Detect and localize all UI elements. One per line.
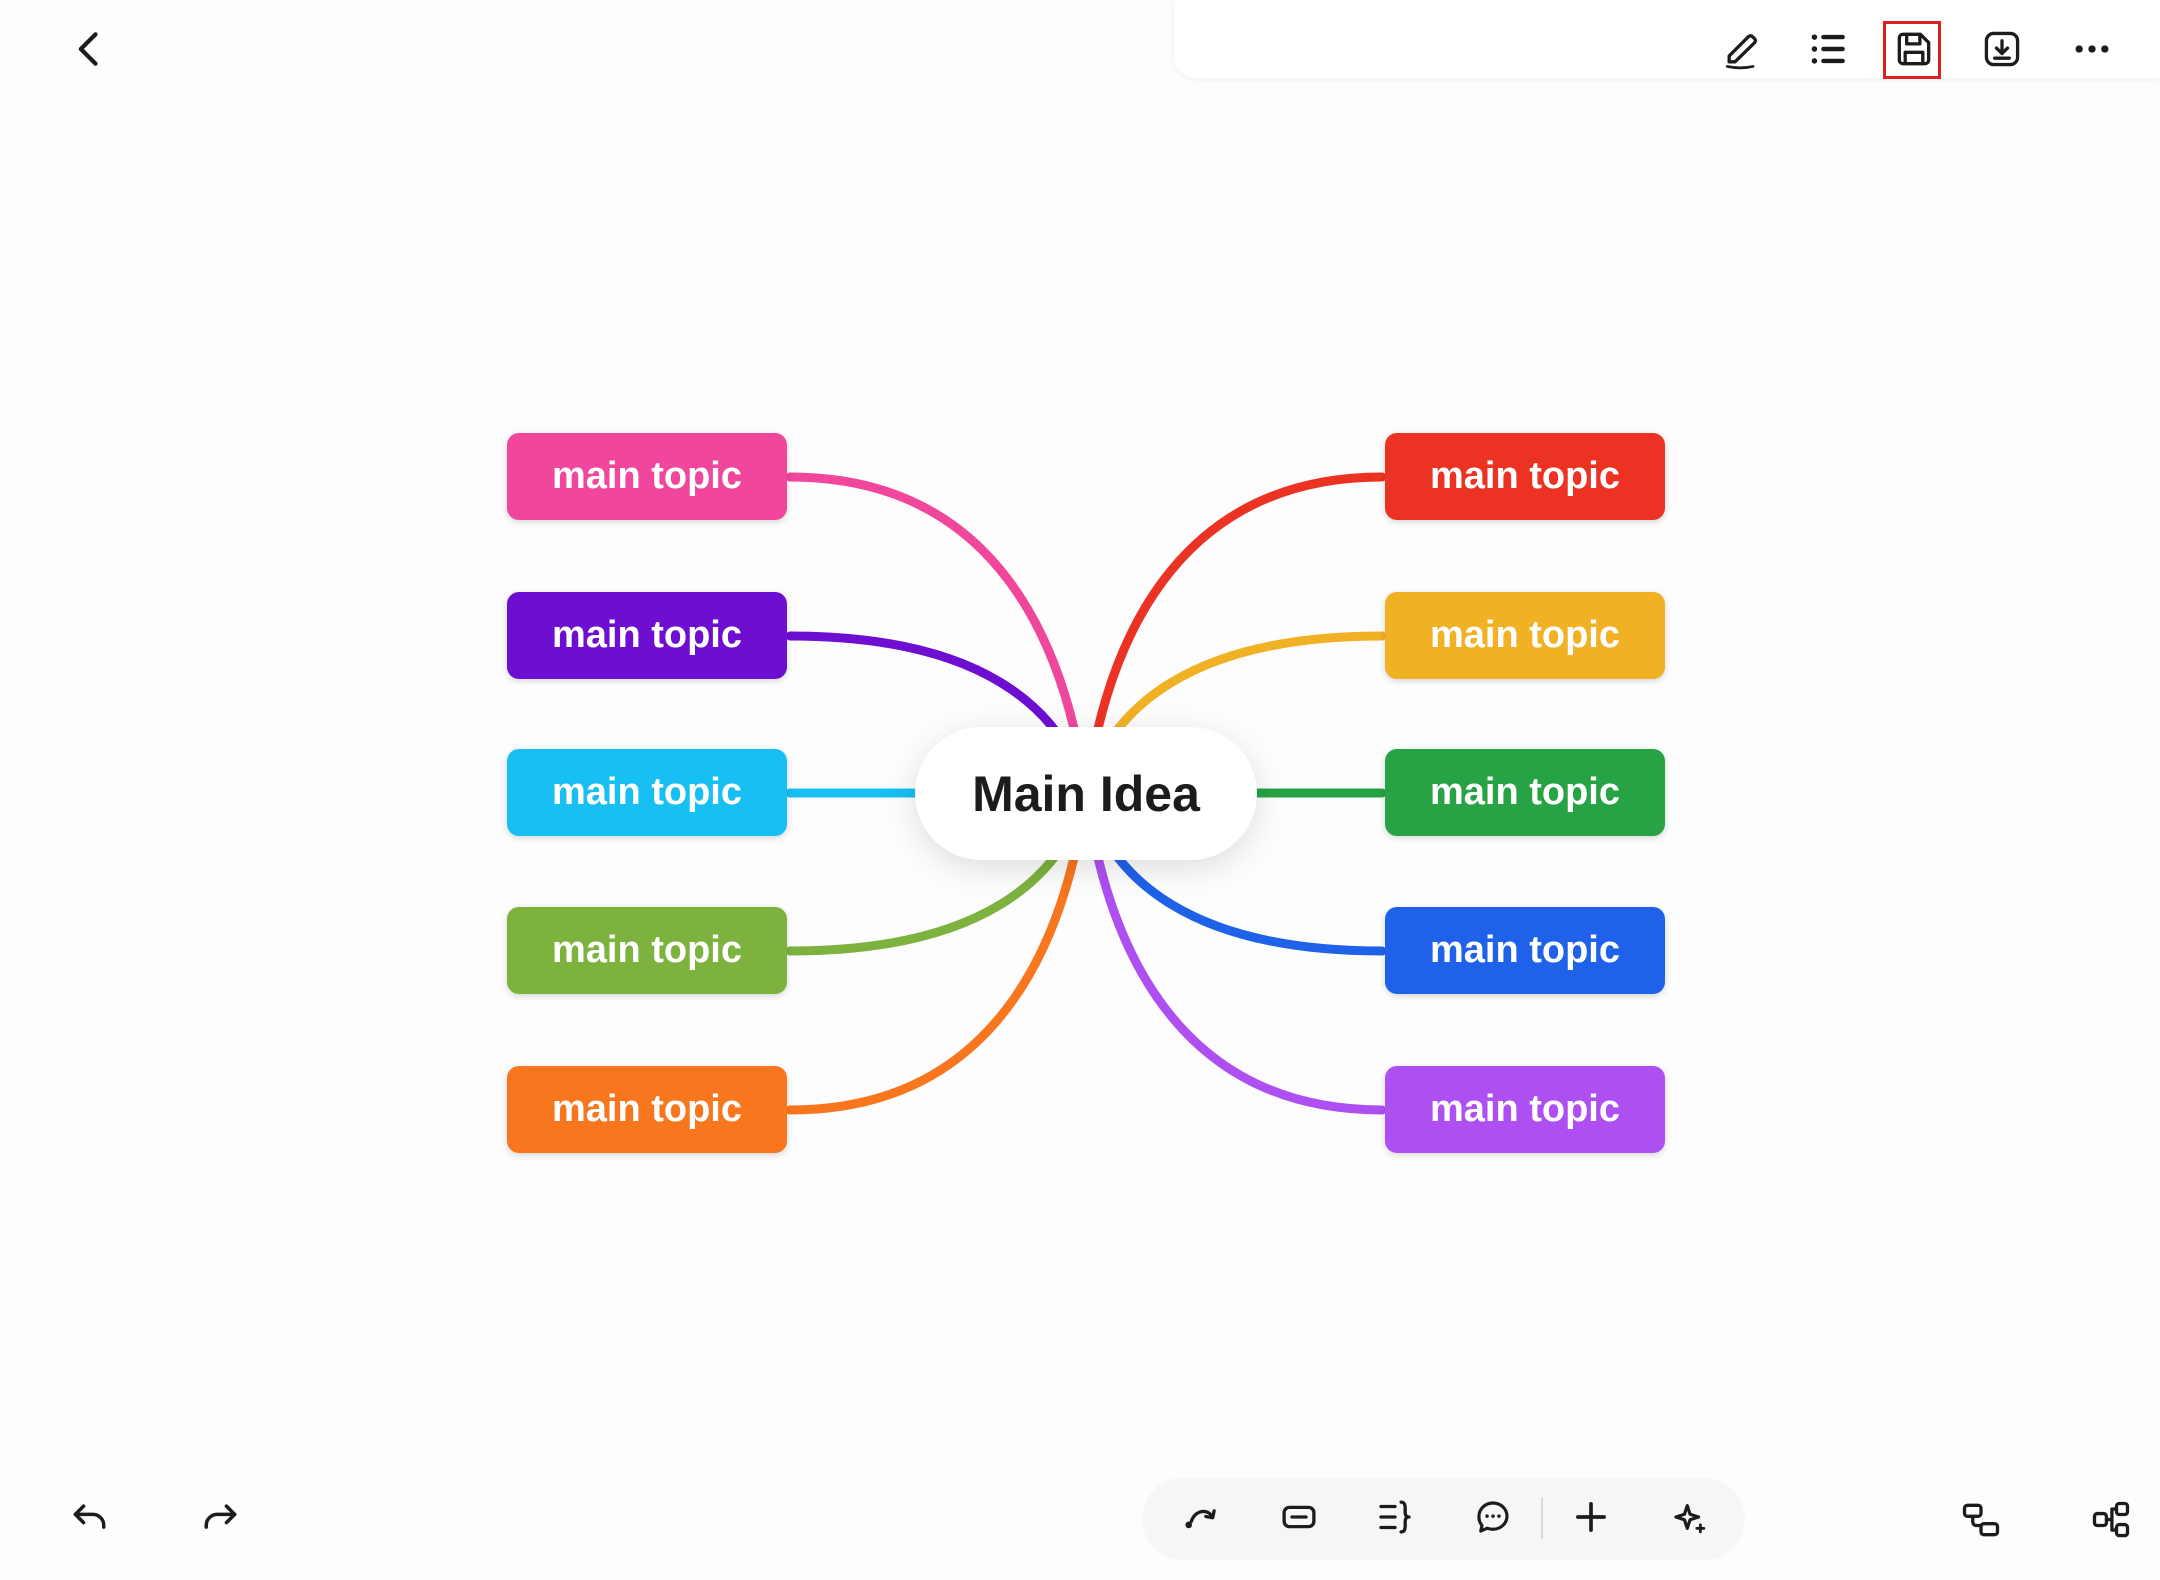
redo-icon xyxy=(198,1496,242,1543)
connector-right-5 xyxy=(1081,788,1387,1115)
comment-bubble-icon xyxy=(1472,1496,1514,1541)
topic-label: main topic xyxy=(551,614,743,656)
edit-pen-button[interactable] xyxy=(1718,26,1766,74)
relationship-arc-icon xyxy=(1180,1496,1222,1541)
structure-layout-icon xyxy=(1959,1498,2003,1545)
topic-node-right-5[interactable]: main topic xyxy=(1385,1066,1665,1153)
topic-label: main topic xyxy=(1429,455,1621,497)
topic-label: main topic xyxy=(1429,1088,1621,1130)
outline-list-icon xyxy=(1806,27,1850,74)
central-topic-label: Main Idea xyxy=(972,765,1200,822)
export-download-button[interactable] xyxy=(1978,26,2026,74)
download-export-icon xyxy=(1980,27,2024,74)
add-node-plus-button[interactable] xyxy=(1567,1494,1615,1542)
plus-icon xyxy=(1570,1496,1612,1541)
central-topic-node[interactable]: Main Idea xyxy=(915,727,1257,860)
topic-node-right-1[interactable]: main topic xyxy=(1385,433,1665,520)
topic-label: main topic xyxy=(551,1088,743,1130)
undo-icon xyxy=(68,1496,112,1543)
connector-right-1 xyxy=(1081,472,1387,798)
outline-tree-icon xyxy=(2089,1498,2133,1545)
topic-node-left-2[interactable]: main topic xyxy=(507,592,787,679)
pen-edit-icon xyxy=(1720,27,1764,74)
more-options-button[interactable] xyxy=(2068,26,2116,74)
topic-node-icon xyxy=(1278,1496,1320,1541)
topic-label: main topic xyxy=(551,771,743,813)
topic-node-right-2[interactable]: main topic xyxy=(1385,592,1665,679)
outline-list-button[interactable] xyxy=(1804,26,1852,74)
ai-assistant-button[interactable] xyxy=(1665,1494,1713,1542)
topic-node-left-4[interactable]: main topic xyxy=(507,907,787,994)
add-topic-button[interactable] xyxy=(1275,1494,1323,1542)
bottom-toolbar xyxy=(1143,1478,1744,1558)
save-button[interactable] xyxy=(1890,26,1938,74)
toolbar-divider xyxy=(1541,1497,1543,1539)
topic-node-left-5[interactable]: main topic xyxy=(507,1066,787,1153)
topic-label: main topic xyxy=(551,929,743,971)
undo-button[interactable] xyxy=(66,1495,114,1543)
ai-sparkle-icon xyxy=(1668,1496,1710,1541)
topic-label: main topic xyxy=(551,455,743,497)
outline-tree-button[interactable] xyxy=(2087,1497,2135,1545)
redo-button[interactable] xyxy=(196,1495,244,1543)
topic-label: main topic xyxy=(1429,614,1621,656)
connector-left-5 xyxy=(785,788,1091,1115)
summary-button[interactable] xyxy=(1371,1494,1419,1542)
topic-node-right-4[interactable]: main topic xyxy=(1385,907,1665,994)
relationship-button[interactable] xyxy=(1177,1494,1225,1542)
save-floppy-icon xyxy=(1892,27,1936,74)
topic-node-right-3[interactable]: main topic xyxy=(1385,749,1665,836)
structure-layout-button[interactable] xyxy=(1957,1497,2005,1545)
more-ellipsis-icon xyxy=(2070,27,2114,74)
connector-left-1 xyxy=(785,472,1091,798)
topic-node-left-1[interactable]: main topic xyxy=(507,433,787,520)
topic-node-left-3[interactable]: main topic xyxy=(507,749,787,836)
summary-brace-icon xyxy=(1374,1496,1416,1541)
back-button[interactable] xyxy=(66,26,114,74)
comment-button[interactable] xyxy=(1469,1494,1517,1542)
back-chevron-icon xyxy=(68,27,112,74)
topic-label: main topic xyxy=(1429,929,1621,971)
topic-label: main topic xyxy=(1429,771,1621,813)
